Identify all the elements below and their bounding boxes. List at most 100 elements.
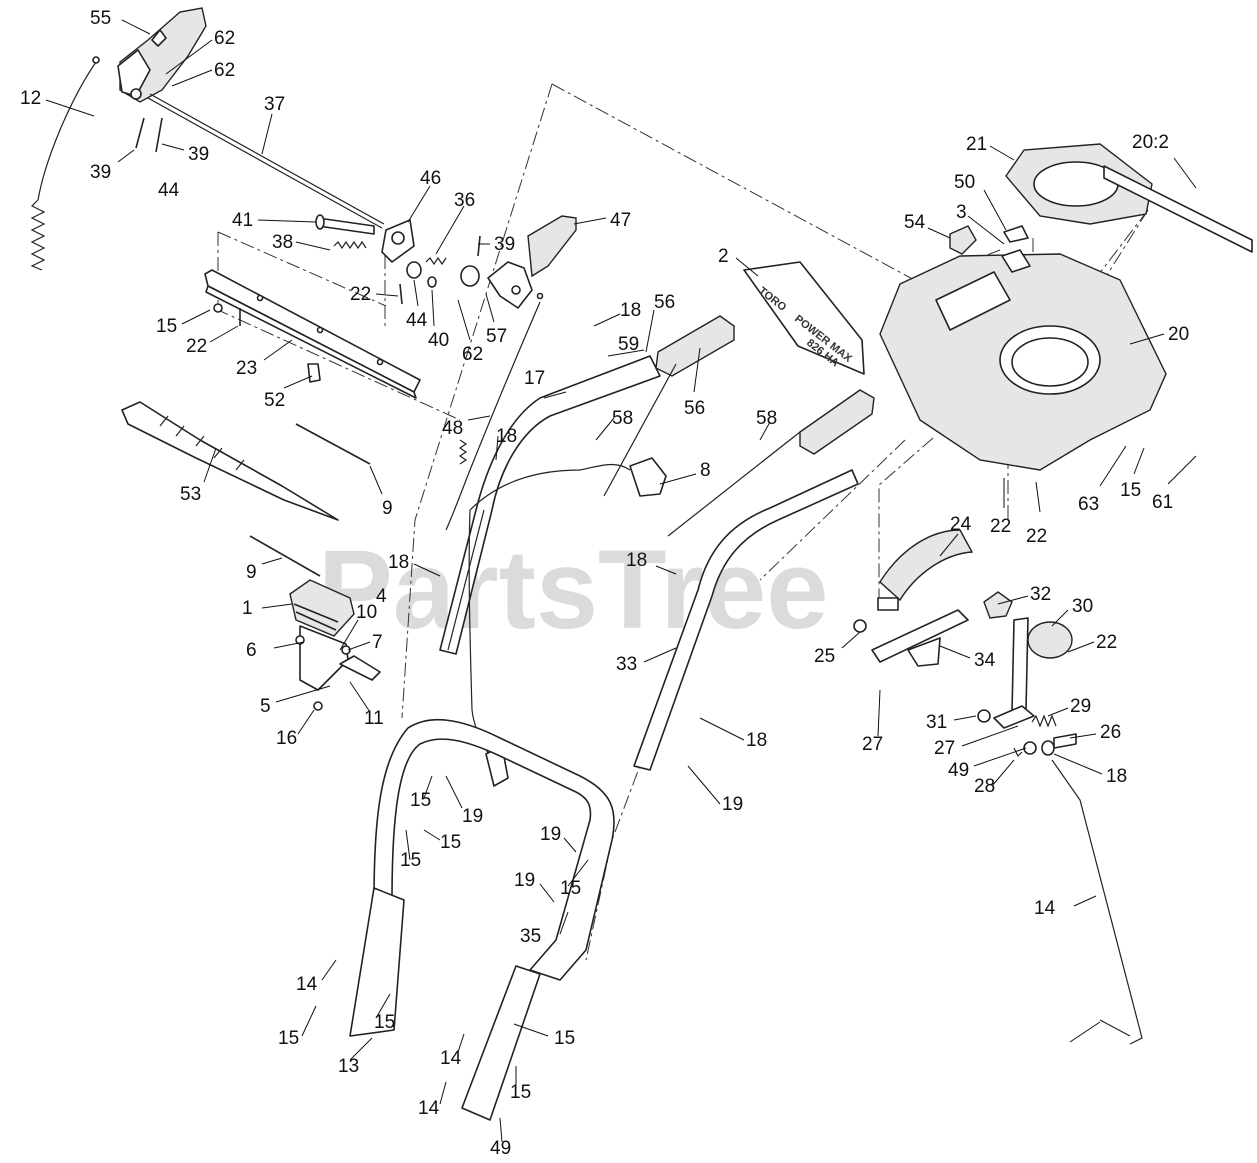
callout-23: 23 <box>236 358 257 379</box>
callout-16: 33 <box>616 654 637 675</box>
callout-49: 28 <box>974 776 995 797</box>
callout-15: 19 <box>462 806 483 827</box>
callout-2: 2 <box>718 246 729 267</box>
callout-28: 18 <box>1106 766 1127 787</box>
chute-plate-24 <box>877 529 974 611</box>
callout-18: 19 <box>722 794 743 815</box>
callout-18: 18 <box>388 552 409 573</box>
callout-18: 18 <box>626 550 647 571</box>
callout-57: 57 <box>486 326 507 347</box>
watermark: PartsTree <box>318 527 829 652</box>
callout-11: 16 <box>276 728 297 749</box>
callout-15: 14 <box>440 1048 462 1069</box>
decal-2: TORO POWER MAX 826 HA <box>743 261 865 375</box>
handle-16 <box>633 469 859 771</box>
callout-32: 30 <box>1072 596 1093 617</box>
callout-31: 29 <box>1070 696 1091 717</box>
callout-30: 25 <box>814 646 835 667</box>
handle-17 <box>439 355 661 655</box>
callout-40: 40 <box>428 330 449 351</box>
drive-handle-assembly <box>117 7 207 103</box>
callout-19: 15 <box>560 878 581 899</box>
callout-22: 22 <box>350 284 371 305</box>
callout-17: 17 <box>524 368 545 389</box>
callout-58: 58 <box>612 408 633 429</box>
callout-4: 1 <box>242 598 253 619</box>
callout-5: 11 <box>364 708 384 729</box>
callout-18: 18 <box>496 426 517 447</box>
callout-labels: 55 62 62 12 37 39 39 44 46 36 41 38 39 4… <box>20 8 1189 1159</box>
callout-53: 53 <box>180 484 201 505</box>
callout-9: 9 <box>382 498 393 519</box>
clean-out-tool-53 <box>121 401 339 521</box>
callout-24: 24 <box>950 514 972 535</box>
rods-58 <box>603 363 801 537</box>
callout-15: 15 <box>156 316 177 337</box>
callout-55: 55 <box>90 8 111 29</box>
callout-58: 58 <box>756 408 777 429</box>
callout-8: 8 <box>700 460 711 481</box>
callout-62: 62 <box>462 344 483 365</box>
grips-56 <box>655 315 875 455</box>
callout-47: 47 <box>610 210 631 231</box>
chute-lever <box>977 591 1077 758</box>
callout-15: 19 <box>540 824 561 845</box>
callout-36: 36 <box>454 190 475 211</box>
callout-13: 15 <box>554 1028 575 1049</box>
callout-34: 22 <box>1096 632 1117 653</box>
callout-20: 20 <box>1168 324 1189 345</box>
callout-15: 19 <box>514 870 535 891</box>
callout-15: 14 <box>418 1098 440 1119</box>
rod-35 <box>1051 759 1143 1045</box>
callout-19: 15 <box>400 850 421 871</box>
callout-12: 12 <box>20 88 41 109</box>
callout-56: 56 <box>684 398 705 419</box>
callout-63: 63 <box>1078 494 1099 515</box>
callout-39: 39 <box>90 162 111 183</box>
callout-15: 13 <box>338 1056 359 1077</box>
callout-48: 48 <box>442 418 463 439</box>
callout-27: 31 <box>926 712 947 733</box>
callout-29: 26 <box>1100 722 1121 743</box>
callout-14: 14 <box>296 974 318 995</box>
callout-19: 35 <box>520 926 541 947</box>
callout-44: 44 <box>406 310 428 331</box>
callout-22: 22 <box>186 336 207 357</box>
callout-62: 62 <box>214 28 235 49</box>
callout-9: 9 <box>246 562 257 583</box>
headlight-4 <box>289 579 381 711</box>
callout-25: 34 <box>974 650 996 671</box>
callout-14: 15 <box>510 1082 531 1103</box>
callout-3: 3 <box>956 202 967 223</box>
callout-18: 4 <box>376 586 387 607</box>
callout-14: 15 <box>278 1028 299 1049</box>
callout-52: 52 <box>264 390 285 411</box>
callout-61: 61 <box>1152 492 1173 513</box>
callout-15: 15 <box>374 1012 395 1033</box>
callout-50: 50 <box>954 172 975 193</box>
pins-39 <box>135 117 481 257</box>
callout-21: 21 <box>966 134 987 155</box>
callout-62: 62 <box>214 60 235 81</box>
callout-1: 10 <box>356 602 377 623</box>
callout-18: 18 <box>746 730 767 751</box>
bracket-25 <box>853 609 969 667</box>
lever-47 <box>487 215 577 309</box>
cable-12 <box>30 56 100 271</box>
lower-handle <box>349 718 615 1121</box>
callout-44: 44 <box>158 180 180 201</box>
callout-54: 54 <box>904 212 926 233</box>
callout-18: 18 <box>620 300 641 321</box>
callout-35: 14 <box>1034 898 1056 919</box>
chute-housing-20 <box>879 253 1167 471</box>
callout-26: 27 <box>934 738 955 759</box>
callout-46: 46 <box>420 168 441 189</box>
callout-56: 56 <box>654 292 675 313</box>
pivot-bracket-46 <box>315 214 480 305</box>
callout-10: 6 <box>246 640 257 661</box>
cable-48 <box>445 301 541 531</box>
cable-ties-9 <box>249 423 371 577</box>
callout-22: 22 <box>1026 526 1047 547</box>
callout-15: 15 <box>1120 480 1141 501</box>
